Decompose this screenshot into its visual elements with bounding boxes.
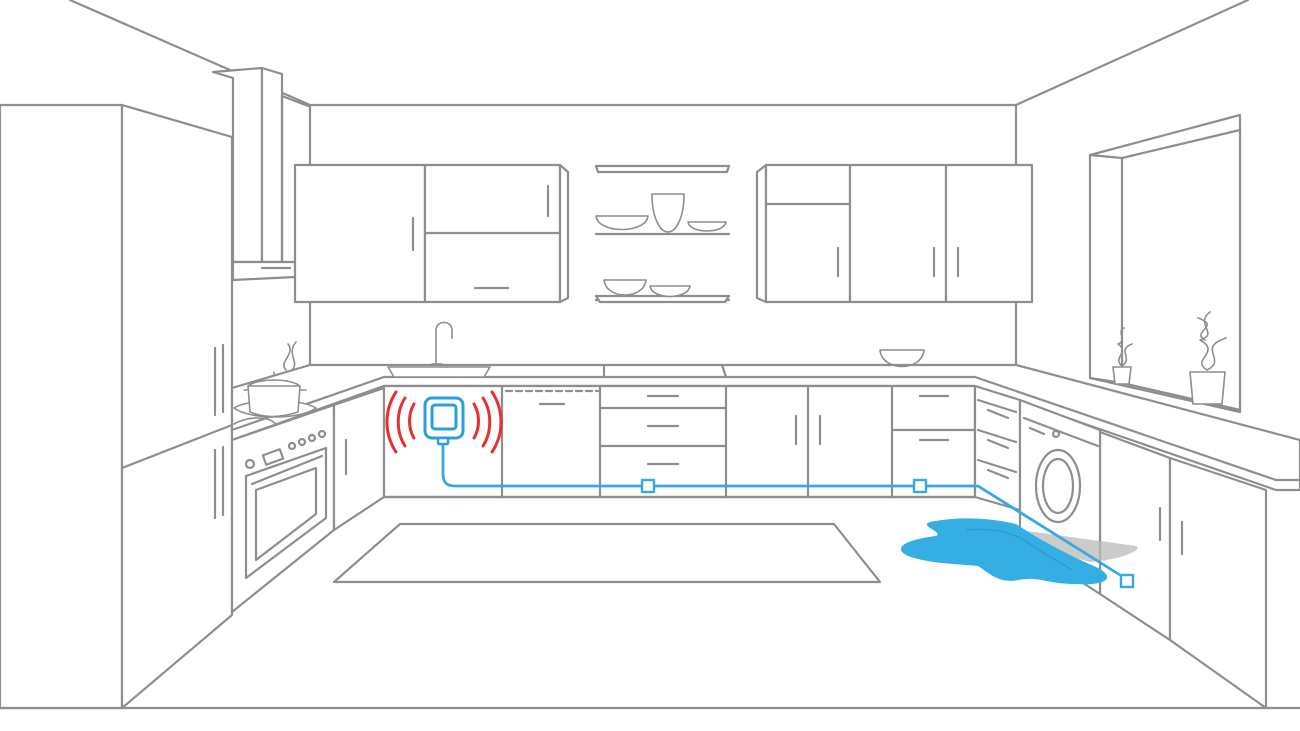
base-cabinets-right <box>973 384 1268 710</box>
water-puddle <box>900 518 1108 585</box>
floor-rug <box>332 522 882 584</box>
signal-wave-left-outer <box>385 390 398 454</box>
ceiling-edge-right <box>1014 0 1250 107</box>
sink <box>387 321 491 378</box>
plant-right <box>1189 311 1227 405</box>
water-puddle-inner <box>965 528 1073 571</box>
open-shelves <box>594 164 731 304</box>
upper-cabinets-right <box>755 163 1034 304</box>
oven <box>230 403 336 614</box>
signal-wave-right-middle <box>481 396 492 448</box>
cable-sensor-points <box>640 478 1135 589</box>
wireless-signal-icon <box>385 390 503 454</box>
range-hood <box>211 66 318 282</box>
counter-bowl <box>879 349 925 368</box>
water-puddle-icon <box>900 518 1138 585</box>
cable-end-point <box>1119 573 1135 589</box>
upper-cabinets-left <box>293 163 570 304</box>
signal-wave-left-middle <box>396 396 407 448</box>
washer-shadow <box>1020 530 1138 562</box>
left-base-cabinet <box>332 386 386 532</box>
signal-wave-left-inner <box>408 402 416 440</box>
water-leak-sensor-icon <box>423 396 465 446</box>
base-cabinets-back <box>382 384 977 499</box>
cable-point <box>912 478 928 494</box>
cable-point <box>640 478 656 494</box>
bowls <box>595 193 727 298</box>
window <box>1088 113 1242 414</box>
signal-wave-right-outer <box>490 390 503 454</box>
plant-left <box>1112 327 1133 385</box>
stove <box>233 341 317 425</box>
signal-wave-right-inner <box>472 402 480 440</box>
sensor-cable <box>441 436 1130 582</box>
fridge <box>0 103 234 710</box>
